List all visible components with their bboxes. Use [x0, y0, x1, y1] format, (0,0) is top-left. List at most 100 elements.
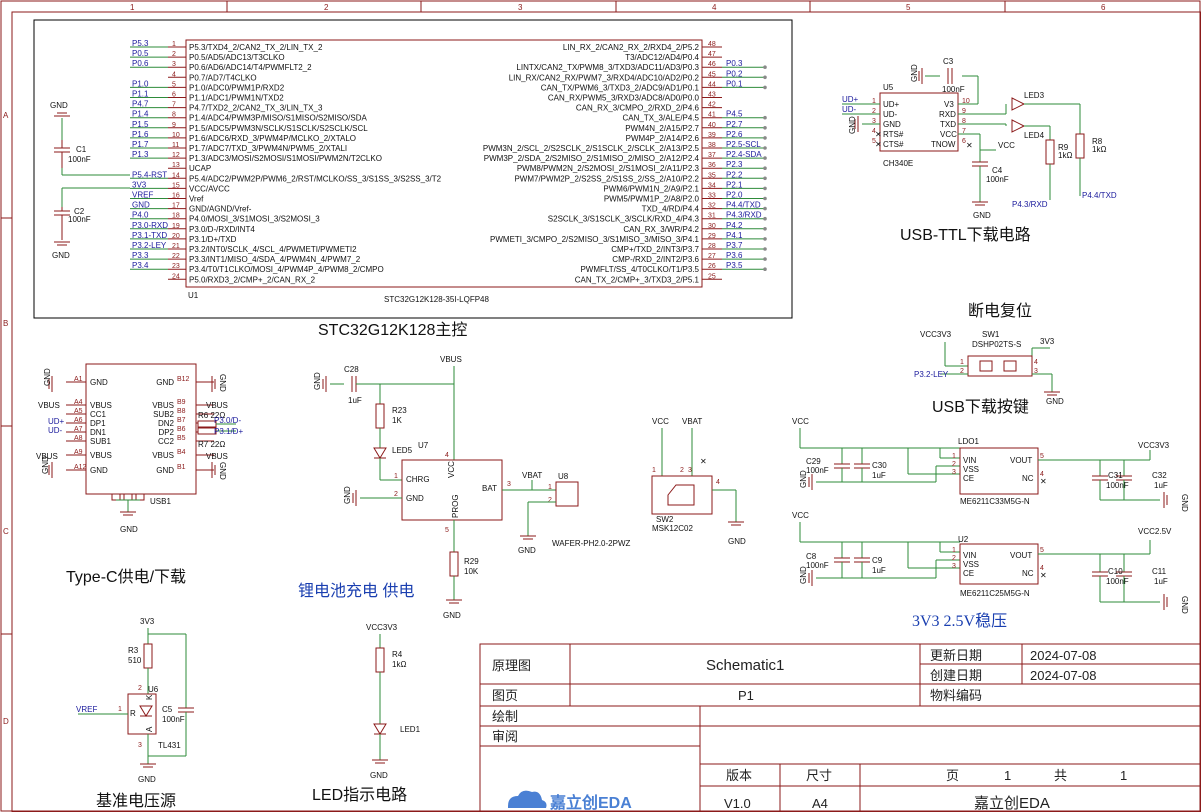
mcu-net-label[interactable]: P2.3: [726, 160, 743, 169]
usb-c-net-dplus: P3.1/D+: [214, 427, 243, 436]
mcu-net-label[interactable]: P1.5: [132, 120, 149, 129]
mcu-pin-name: P1.7/ADC7/TXD_3/PWM4N/PWM5_2/XTALI: [189, 144, 347, 153]
sw2-body[interactable]: [651, 475, 713, 515]
mcu-net-label[interactable]: P0.2: [726, 69, 743, 78]
usbc-pin-name: GND: [90, 378, 108, 387]
mcu-net-label[interactable]: P1.7: [132, 140, 149, 149]
mcu-net-label[interactable]: P0.6: [132, 59, 149, 68]
mcu-net-label[interactable]: P0.5: [132, 49, 149, 58]
mcu-pin-number: 33: [708, 193, 716, 200]
usb-c-gnd-label: GND: [120, 525, 138, 534]
c30-ref: C30: [872, 461, 887, 470]
mcu-net-label[interactable]: P5.3: [132, 39, 149, 48]
mcu-net-endpoint: [763, 247, 767, 251]
usb-c-body[interactable]: [85, 363, 197, 495]
tl431-pn3: 3: [138, 742, 142, 749]
ldo2-pin-ce: CE: [963, 569, 974, 578]
ldo1-body[interactable]: [959, 447, 1039, 495]
r8[interactable]: [1075, 133, 1085, 159]
r23[interactable]: [375, 403, 385, 429]
mcu-pin-name: P3.0/D-/RXD/INT4: [189, 225, 255, 234]
mcu-net-label[interactable]: P2.6: [726, 130, 743, 139]
sw2-pin1: 1: [652, 467, 656, 474]
mcu-pin-number: 25: [708, 273, 716, 280]
usbc-pin-name: DN2: [158, 419, 175, 428]
r9[interactable]: [1045, 139, 1055, 165]
ch340-body[interactable]: [879, 92, 959, 152]
mcu-net-endpoint: [763, 257, 767, 261]
mcu-net-label[interactable]: P4.5: [726, 110, 743, 119]
ch340-pin-udm: UD-: [883, 110, 898, 119]
mcu-net-label[interactable]: P4.1: [726, 231, 743, 240]
mcu-net-label[interactable]: GND: [132, 201, 150, 210]
u8-part: WAFER-PH2.0-2PWZ: [552, 539, 630, 548]
mcu-pin-name: LINTX/CAN2_TX/PWM8_3/TXD3/ADC11/AD3/P0.3: [516, 63, 699, 72]
mcu-net-label[interactable]: P2.5-SCL: [726, 140, 761, 149]
chg-vbus-label: VBUS: [440, 355, 462, 364]
tl431-pn1: 1: [118, 706, 122, 713]
mcu-net-label[interactable]: P3.2-LEY: [132, 241, 167, 250]
mcu-net-label[interactable]: P2.2: [726, 170, 743, 179]
tb-company: 嘉立创EDA: [974, 795, 1050, 812]
mcu-net-label[interactable]: P3.4: [132, 261, 149, 270]
usb-c-gnd-tr: GND: [218, 374, 227, 392]
ch340-pn5: 5: [872, 138, 876, 145]
mcu-net-label[interactable]: P3.6: [726, 251, 743, 260]
mcu-net-label[interactable]: P3.1-TXD: [132, 231, 167, 240]
tl431-part: TL431: [158, 741, 181, 750]
mcu-pin-number: 4: [172, 71, 176, 78]
usb-c-r7: R7 22Ω: [198, 440, 225, 449]
mcu-net-label[interactable]: P1.3: [132, 150, 149, 159]
mcu-pin-name: P5.4/ADC2/PWM2P/PWM6_2/RST/MCLKO/SS_3/S1…: [189, 174, 442, 183]
mcu-net-label[interactable]: VREF: [132, 191, 153, 200]
mcu-net-label[interactable]: P4.2: [726, 221, 743, 230]
vref-net: VREF: [76, 705, 97, 714]
ldo1-pn5: 5: [1040, 453, 1044, 460]
mcu-right-pins: 48LIN_RX_2/CAN2_RX_2/RXD4_2/P5.247T3/ADC…: [483, 41, 767, 284]
mcu-net-label[interactable]: P2.0: [726, 191, 743, 200]
r8-ref: R8: [1092, 137, 1103, 146]
mcu-title: STC32G12K128主控: [318, 321, 467, 339]
r3[interactable]: [143, 643, 153, 669]
mcu-net-label[interactable]: P1.4: [132, 110, 149, 119]
usb-c-vbus-r: VBUS: [206, 401, 228, 410]
ch340-net-udm: UD-: [842, 105, 857, 114]
usb-c-vbus-l2: VBUS: [36, 452, 58, 461]
r29[interactable]: [449, 551, 459, 577]
mcu-net-label[interactable]: P1.1: [132, 90, 149, 99]
sw1-body[interactable]: [967, 355, 1033, 377]
mcu-net-label[interactable]: P1.0: [132, 79, 149, 88]
mcu-net-label[interactable]: P4.0: [132, 211, 149, 220]
mcu-pin-name: CAN_TX/PWM6_3/TXD3_2/ADC9/AD1/P0.1: [541, 83, 700, 92]
tl431-pn2: 2: [138, 685, 142, 692]
mcu-net-label[interactable]: P4.3/RXD: [726, 211, 762, 220]
mcu-net-label[interactable]: P2.4-SDA: [726, 150, 762, 159]
ch340-pn1: 1: [872, 98, 876, 105]
usbc-pin-number: B12: [177, 376, 190, 383]
mcu-net-label[interactable]: P1.6: [132, 130, 149, 139]
mcu-net-label[interactable]: P4.4/TXD: [726, 201, 761, 210]
mcu-net-label[interactable]: P3.0-RXD: [132, 221, 168, 230]
jlc-logo-text: 嘉立创EDA: [549, 793, 632, 812]
mcu-net-label[interactable]: P3.5: [726, 261, 743, 270]
ldo2-body[interactable]: [959, 543, 1039, 585]
tb-val-ver: V1.0: [724, 796, 751, 811]
mcu-net-label[interactable]: P4.7: [132, 100, 149, 109]
charger-ic-body[interactable]: [401, 459, 503, 521]
mcu-net-label[interactable]: P2.7: [726, 120, 743, 129]
cap-c1[interactable]: GND C1 100nF: [50, 101, 130, 176]
mcu-net-label[interactable]: P5.4-RST: [132, 170, 167, 179]
mcu-net-label[interactable]: P0.3: [726, 59, 743, 68]
mcu-net-label[interactable]: P2.1: [726, 180, 743, 189]
title-block: 原理图 Schematic1 图页 P1 绘制 审阅 更新日期 2024-07-…: [479, 643, 1201, 812]
mcu-net-label[interactable]: P3.7: [726, 241, 743, 250]
cap-c2[interactable]: C2 100nF GND: [52, 187, 130, 260]
r4[interactable]: [375, 647, 385, 673]
mcu-net-label[interactable]: 3V3: [132, 180, 147, 189]
mcu-net-label[interactable]: P3.3: [132, 251, 149, 260]
mcu-body[interactable]: [185, 39, 703, 288]
mcu-net-label[interactable]: P0.1: [726, 79, 743, 88]
u8-connector[interactable]: [555, 481, 579, 507]
mcu-pin-number: 35: [708, 172, 716, 179]
